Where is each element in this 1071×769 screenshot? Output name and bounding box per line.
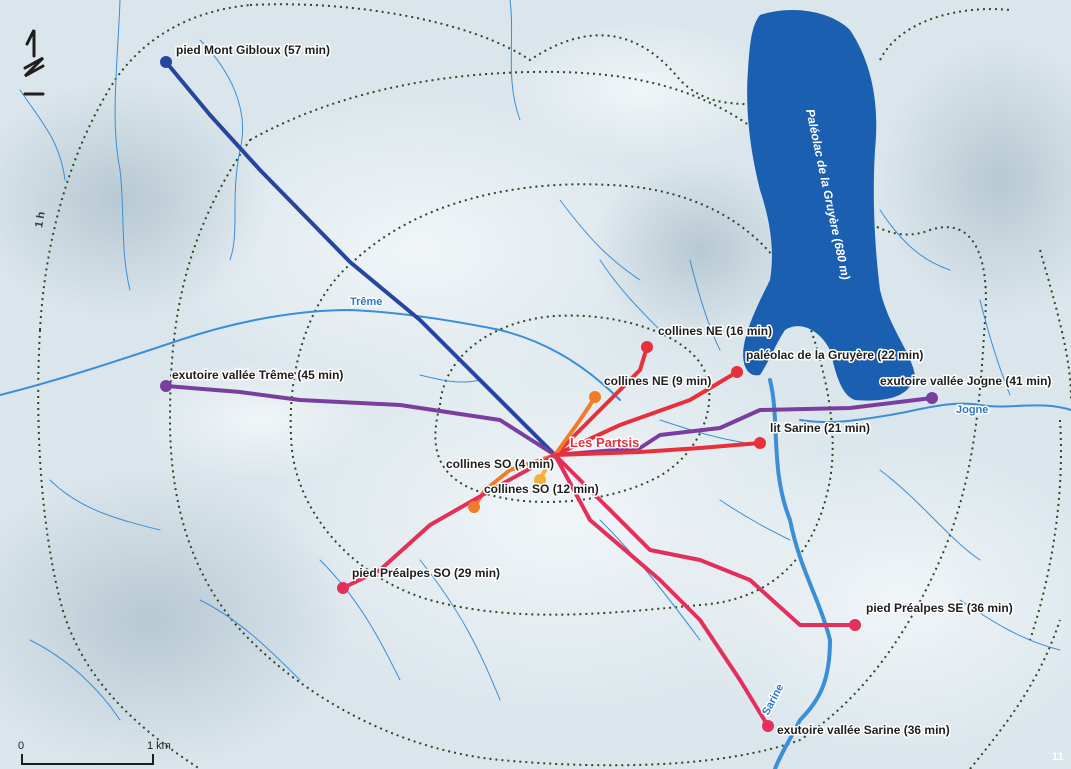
routes-layer: [164, 60, 934, 728]
endpoints-layer: [160, 56, 938, 732]
isochrone-lines: [37, 3, 1071, 769]
isochrone-label: 1 h: [33, 211, 48, 229]
label-collines-ne-16: collines NE (16 min): [658, 324, 772, 338]
endpoint-pied-prealpes-so: [337, 582, 349, 594]
label-pied-prealpes-so: pied Préalpes SO (29 min): [352, 566, 500, 580]
route-paleolac: [553, 370, 739, 457]
endpoint-pied-prealpes-se: [849, 619, 861, 631]
label-collines-so-12: collines SO (12 min): [484, 482, 599, 496]
endpoint-exutoire-jogne: [926, 392, 938, 404]
endpoint-collines-so-12: [468, 501, 480, 513]
isochrone-outermost: [37, 3, 1071, 769]
scale-start-label: 0: [18, 740, 24, 752]
endpoint-paleolac: [731, 366, 743, 378]
isochrone-middle: [289, 183, 834, 616]
label-exutoire-sarine: exutoire vallée Sarine (36 min): [777, 723, 950, 737]
isochrone-outer: [168, 70, 987, 767]
route-pied-prealpes-so: [341, 453, 557, 590]
treme-river: [0, 309, 621, 401]
river-label-treme: Trême: [350, 296, 382, 308]
figure-number: 11: [1052, 751, 1064, 763]
route-exutoire-treme: [164, 384, 557, 457]
label-collines-ne-9: collines NE (9 min): [604, 374, 711, 388]
destination-labels: pied Mont Gibloux (57 min) exutoire vall…: [171, 42, 1053, 739]
label-pied-mont-gibloux: pied Mont Gibloux (57 min): [176, 43, 330, 57]
route-pied-prealpes-se: [553, 453, 857, 627]
route-exutoire-sarine: [553, 453, 770, 728]
paleolake-gruyere: [743, 10, 915, 401]
label-exutoire-treme: exutoire vallée Trême (45 min): [172, 368, 343, 382]
scale-bar: 0 1 km: [18, 740, 171, 765]
river-label-jogne: Jogne: [956, 404, 988, 416]
north-arrow-icon: [23, 29, 45, 96]
route-pied-mont-gibloux: [164, 60, 557, 457]
label-paleolac: paléolac de la Gruyère (22 min): [746, 348, 923, 362]
label-lit-sarine: lit Sarine (21 min): [770, 421, 870, 435]
site-label: Les Partsis: [570, 435, 639, 450]
scale-end-label: 1 km: [147, 740, 171, 752]
endpoint-collines-ne-16: [641, 341, 653, 353]
route-exutoire-jogne: [553, 396, 934, 457]
route-lit-sarine: [553, 441, 762, 457]
endpoint-exutoire-sarine: [762, 720, 774, 732]
label-pied-prealpes-se: pied Préalpes SE (36 min): [866, 601, 1013, 615]
route-collines-ne-16: [553, 345, 649, 457]
label-exutoire-jogne: exutoire vallée Jogne (41 min): [880, 374, 1051, 388]
jogne-river: [799, 402, 1071, 424]
endpoint-lit-sarine: [754, 437, 766, 449]
label-collines-so-4: collines SO (4 min): [446, 457, 554, 471]
sarine-river: [768, 378, 832, 769]
endpoint-collines-so-4: [534, 474, 546, 486]
endpoint-collines-ne-9: [589, 391, 601, 403]
endpoint-exutoire-treme: [160, 380, 172, 392]
endpoint-pied-mont-gibloux: [160, 56, 172, 68]
